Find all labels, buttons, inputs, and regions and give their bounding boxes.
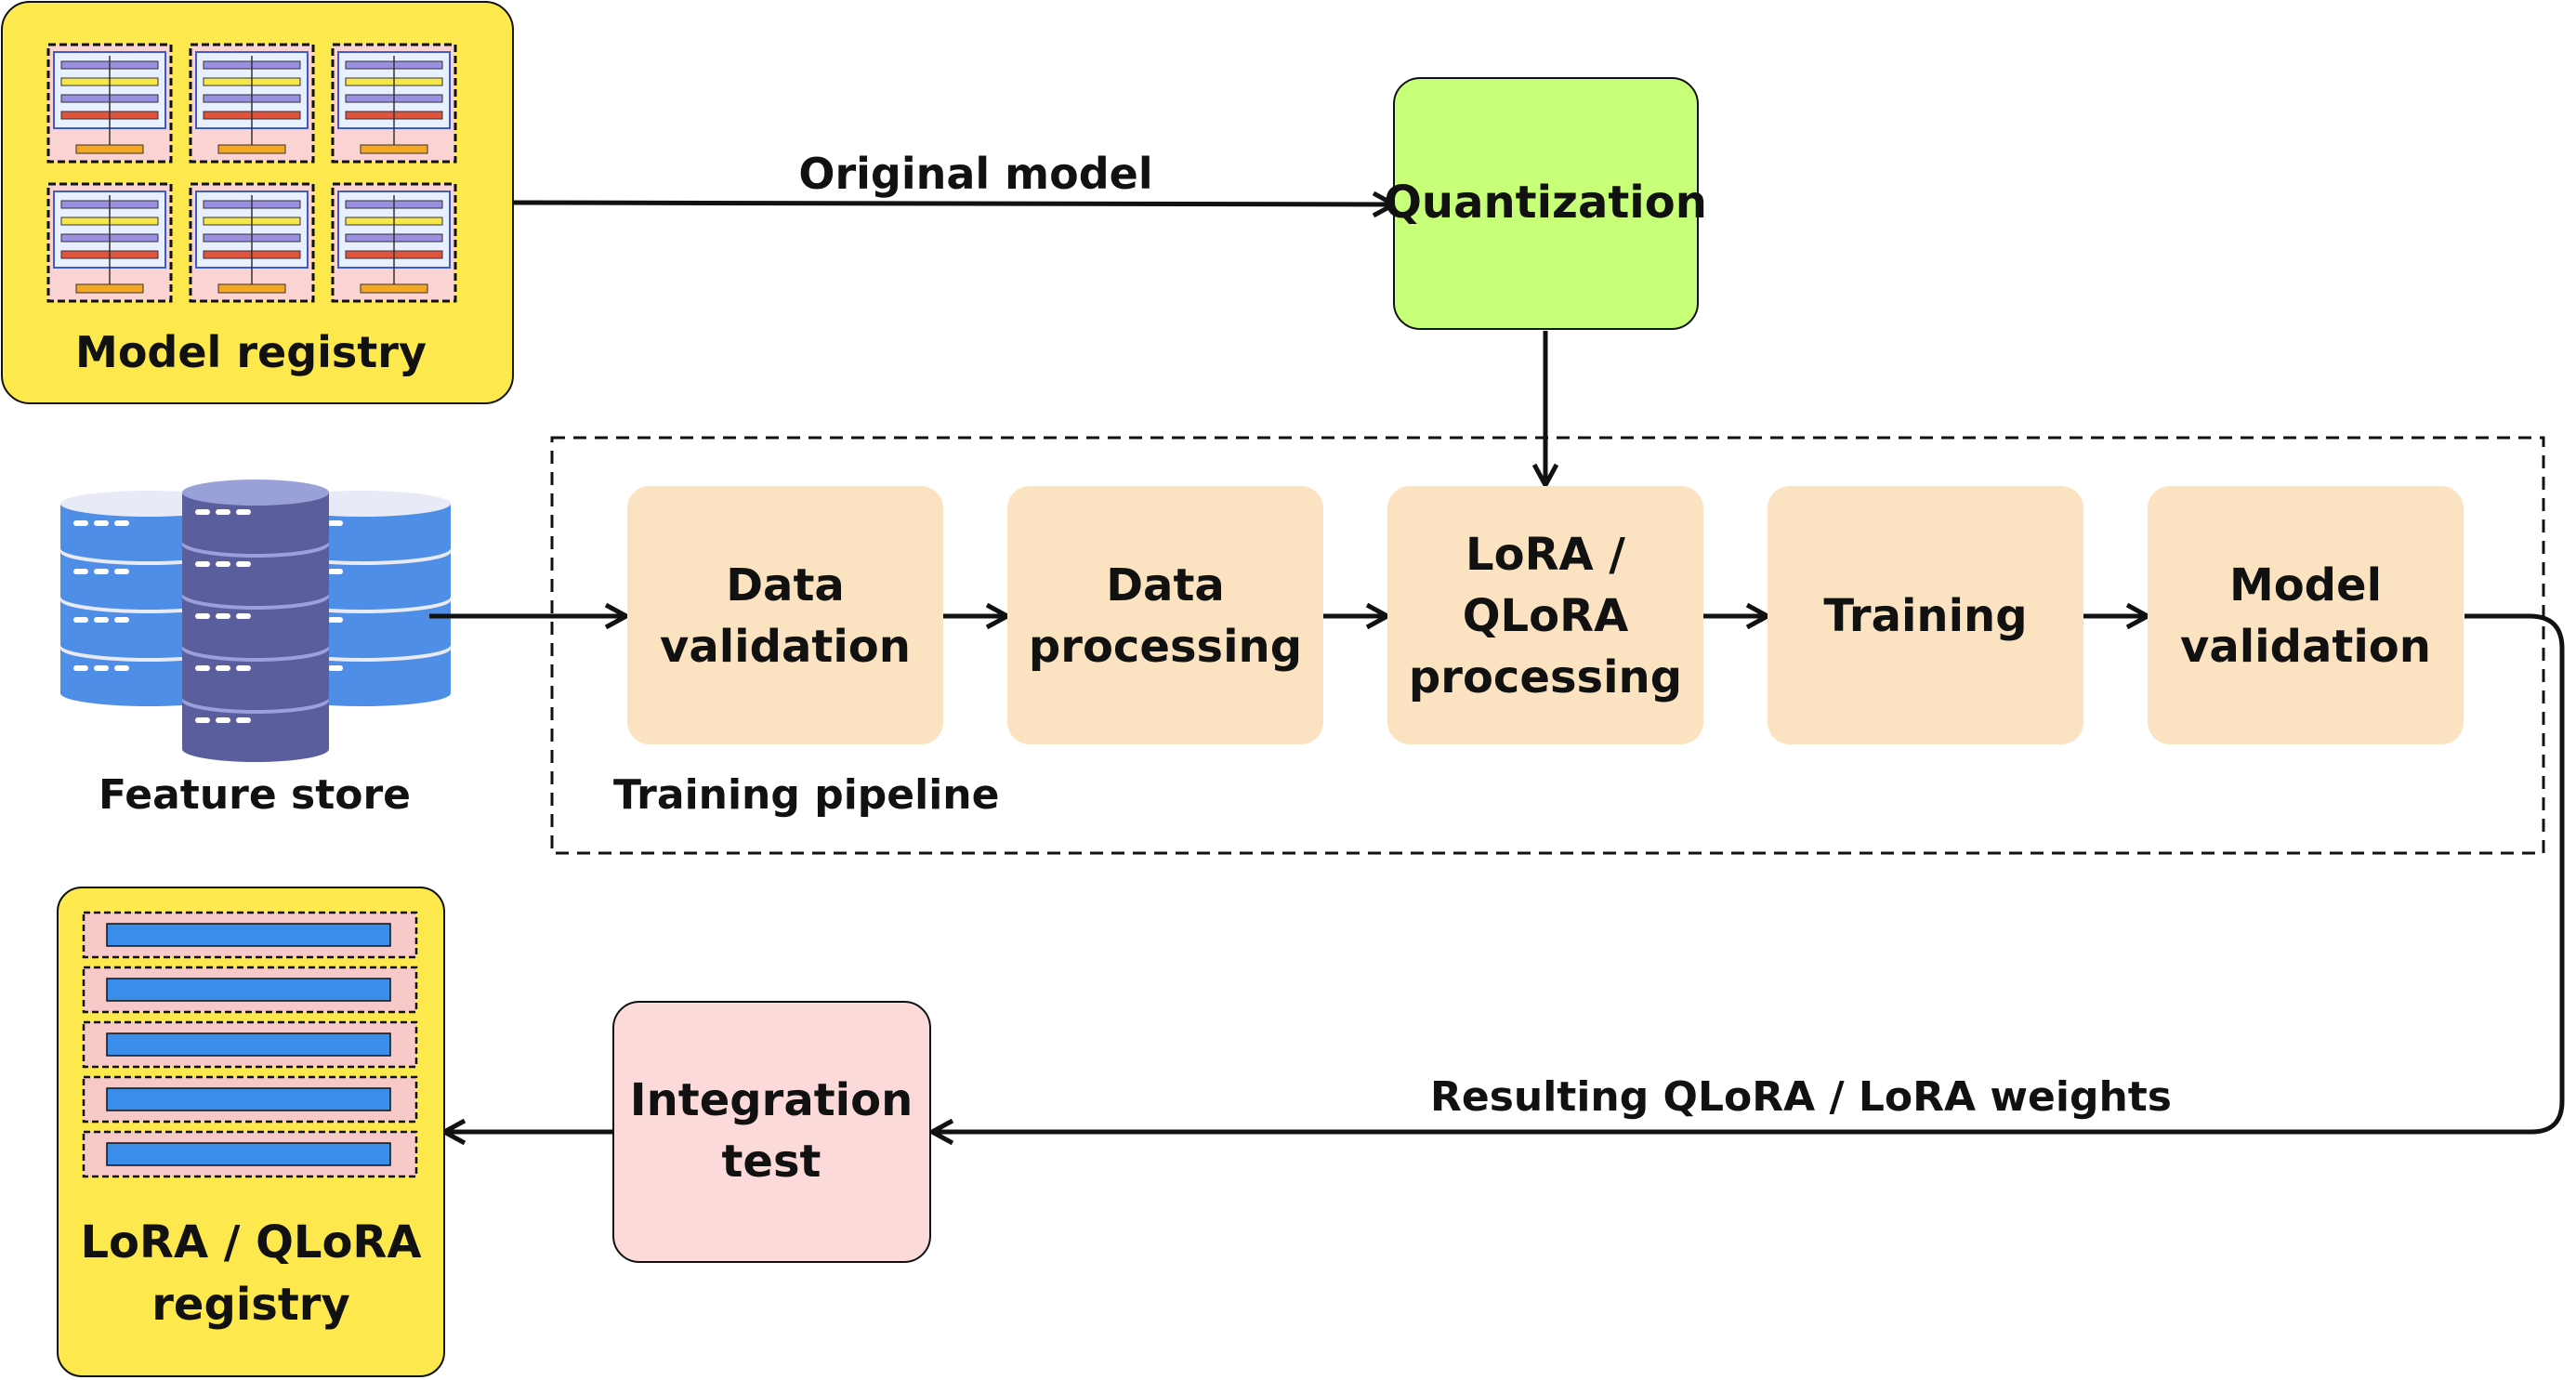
lora-registry-line2: registry xyxy=(151,1279,350,1331)
pipeline-step-label: Training xyxy=(1823,590,2027,642)
weights-edge-label: Resulting QLoRA / LoRA weights xyxy=(1430,1073,2172,1121)
model-registry[interactable]: Model registry xyxy=(1,1,514,404)
pipeline-step-label: processing xyxy=(1409,651,1682,703)
pipeline-step-box xyxy=(627,486,943,744)
model-card-icon xyxy=(189,43,315,164)
pipeline-step[interactable]: LoRA / QLoRA processing xyxy=(1387,486,1703,744)
pipeline-step-label: validation xyxy=(2180,621,2431,673)
pipeline-step[interactable]: Data validation xyxy=(627,486,943,744)
feature-store[interactable]: Feature store xyxy=(60,480,451,819)
lora-registry-line1: LoRA / QLoRA xyxy=(80,1216,421,1268)
original-model-edge: Original model xyxy=(512,149,1392,204)
weights-bar xyxy=(106,978,391,1002)
model-card-icon xyxy=(46,43,173,164)
pipeline-step-label: Data xyxy=(1106,559,1225,611)
pipeline-step-label: Data xyxy=(726,559,845,611)
pipeline-step-box xyxy=(1387,486,1703,744)
pipeline-step-box xyxy=(1007,486,1323,744)
pipeline-step-label: Model xyxy=(2229,559,2382,611)
model-card-icon xyxy=(331,182,457,303)
training-pipeline: Training pipeline Data validation Data proc… xyxy=(550,436,2545,855)
model-registry-label: Model registry xyxy=(75,327,427,377)
pipeline-step-label: validation xyxy=(660,621,911,673)
model-card-icon xyxy=(331,43,457,164)
integration-test-line1: Integration xyxy=(630,1074,913,1126)
pipeline-step-label: QLoRA xyxy=(1463,590,1628,642)
integration-test-node[interactable]: Integration test xyxy=(612,1001,931,1263)
pipeline-step[interactable]: Data processing xyxy=(1007,486,1323,744)
weights-connector xyxy=(934,613,2565,1132)
model-registry-icon xyxy=(46,43,457,303)
weights-bar xyxy=(106,1087,391,1111)
pipeline-step[interactable]: Model validation xyxy=(2148,486,2464,744)
lora-registry[interactable]: LoRA / QLoRA registry xyxy=(57,887,445,1377)
quantization-box xyxy=(1393,77,1699,330)
weights-bar xyxy=(106,1032,391,1057)
pipeline-step-box xyxy=(2148,486,2464,744)
original-model-arrow xyxy=(512,203,1392,204)
weights-stack-icon xyxy=(82,911,418,1178)
database-icon xyxy=(60,480,451,762)
original-model-label: Original model xyxy=(798,149,1152,199)
training-pipeline-boundary xyxy=(550,436,2545,855)
pipeline-step-box xyxy=(1768,486,2083,744)
feature-store-label: Feature store xyxy=(99,771,411,819)
quantization-node[interactable]: Quantization xyxy=(1384,77,1707,330)
integration-test-box xyxy=(612,1001,931,1263)
model-card-icon xyxy=(189,182,315,303)
integration-test-line2: test xyxy=(721,1136,821,1188)
training-pipeline-label: Training pipeline xyxy=(613,771,999,819)
model-card-icon xyxy=(46,182,173,303)
pipeline-step[interactable]: Training xyxy=(1768,486,2083,744)
weights-bar xyxy=(106,1142,391,1166)
pipeline-step-label: processing xyxy=(1029,621,1302,673)
pipeline-step-label: LoRA / xyxy=(1465,529,1625,581)
quantization-label: Quantization xyxy=(1384,177,1707,229)
weights-bar xyxy=(106,923,391,947)
